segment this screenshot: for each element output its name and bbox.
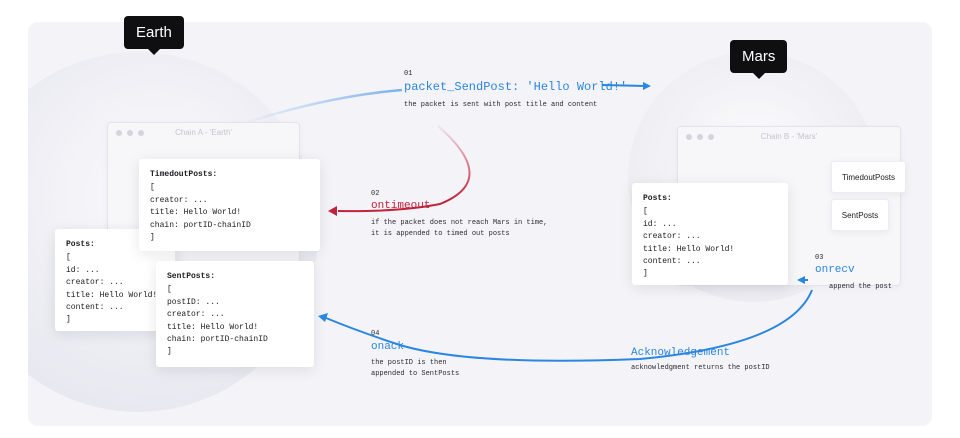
send-arrow — [601, 84, 647, 87]
card-line: [ — [66, 253, 71, 263]
mars-sent-posts-label: SentPosts — [841, 210, 879, 220]
chain-b-title: Chain B - 'Mars' — [760, 132, 818, 141]
window-dot-icon — [686, 134, 692, 140]
window-dot-icon — [708, 134, 714, 140]
window-dot-icon — [116, 130, 122, 136]
step-01-description: the packet is sent with post title and c… — [404, 101, 598, 109]
mars-timedout-posts-label: TimedoutPosts — [841, 172, 896, 182]
timedout-posts-card: TimedoutPosts: [ creator: ... title: Hel… — [139, 159, 320, 251]
step-04-number: 04 — [371, 330, 380, 338]
earth-tag: Earth — [124, 16, 184, 55]
send-arrow-tail — [247, 88, 403, 124]
mars-tag: Mars — [730, 40, 788, 79]
earth-posts-title: Posts: — [66, 240, 95, 249]
card-line: chain: portID-chainID — [167, 334, 268, 344]
earth-posts-card: Posts: [ id: ... creator: ... title: Hel… — [55, 229, 175, 331]
card-line: creator: ... — [66, 278, 124, 288]
card-line: [ — [150, 183, 155, 193]
step-02-description-1: if the packet does not reach Mars in tim… — [371, 219, 548, 227]
step-02-heading: ontimeout — [371, 200, 431, 212]
mars-timedout-posts-button[interactable]: TimedoutPosts — [831, 161, 906, 193]
timedout-posts-title: TimedoutPosts: — [150, 170, 218, 179]
card-line: id: ... — [643, 219, 677, 229]
step-02-number: 02 — [371, 190, 380, 198]
step-01-number: 01 — [404, 70, 413, 78]
step-02-description-2: it is appended to timed out posts — [371, 230, 510, 238]
mars-sent-posts-button[interactable]: SentPosts — [831, 199, 889, 231]
card-line: [ — [643, 207, 648, 217]
sent-posts-card: SentPosts: [ postID: ... creator: ... ti… — [156, 261, 314, 367]
mars-posts-card: Posts: [ id: ... creator: ... title: Hel… — [632, 183, 788, 285]
chain-a-titlebar: Chain A - 'Earth' — [108, 123, 299, 143]
card-line: [ — [167, 285, 172, 295]
step-03-heading: onrecv — [815, 264, 855, 276]
send-arrow-head — [643, 82, 651, 90]
window-dot-icon — [127, 130, 133, 136]
step-03-number: 03 — [815, 254, 824, 262]
card-line: creator: ... — [150, 195, 208, 205]
card-line: chain: portID-chainID — [150, 220, 251, 230]
card-line: content: ... — [643, 256, 701, 266]
mars-posts-title: Posts: — [643, 194, 672, 203]
card-line: title: Hello World! — [167, 322, 259, 332]
card-line: content: ... — [66, 302, 124, 312]
step-04-description-2: appended to SentPosts — [371, 370, 460, 378]
card-line: title: Hello World! — [643, 244, 735, 254]
timeout-arrow — [337, 125, 471, 213]
ack-description: acknowledgment returns the postID — [631, 364, 770, 372]
sent-posts-title: SentPosts: — [167, 272, 216, 281]
card-line: ] — [150, 232, 155, 242]
ack-heading: Acknowledgement — [631, 347, 731, 359]
card-line: ] — [66, 315, 71, 325]
recv-arrow-head — [797, 276, 805, 284]
window-dot-icon — [138, 130, 144, 136]
window-dot-icon — [697, 134, 703, 140]
step-03-description: append the post — [829, 283, 893, 291]
card-line: title: Hello World! — [66, 290, 158, 300]
chain-b-titlebar: Chain B - 'Mars' — [678, 127, 900, 147]
ack-arrow — [325, 289, 813, 362]
card-line: creator: ... — [643, 232, 701, 242]
card-line: ] — [167, 347, 172, 357]
chain-a-title: Chain A - 'Earth' — [175, 128, 232, 137]
timeout-arrow-head — [328, 206, 337, 216]
step-01-heading: packet_SendPost: 'Hello World!' — [404, 80, 628, 94]
step-04-description-1: the postID is then — [371, 359, 447, 367]
step-04-heading: onack — [371, 341, 405, 353]
ack-arrow-head — [318, 313, 328, 322]
card-line: title: Hello World! — [150, 208, 242, 218]
card-line: ] — [643, 269, 648, 279]
card-line: postID: ... — [167, 297, 220, 307]
card-line: id: ... — [66, 265, 100, 275]
card-line: creator: ... — [167, 310, 225, 320]
